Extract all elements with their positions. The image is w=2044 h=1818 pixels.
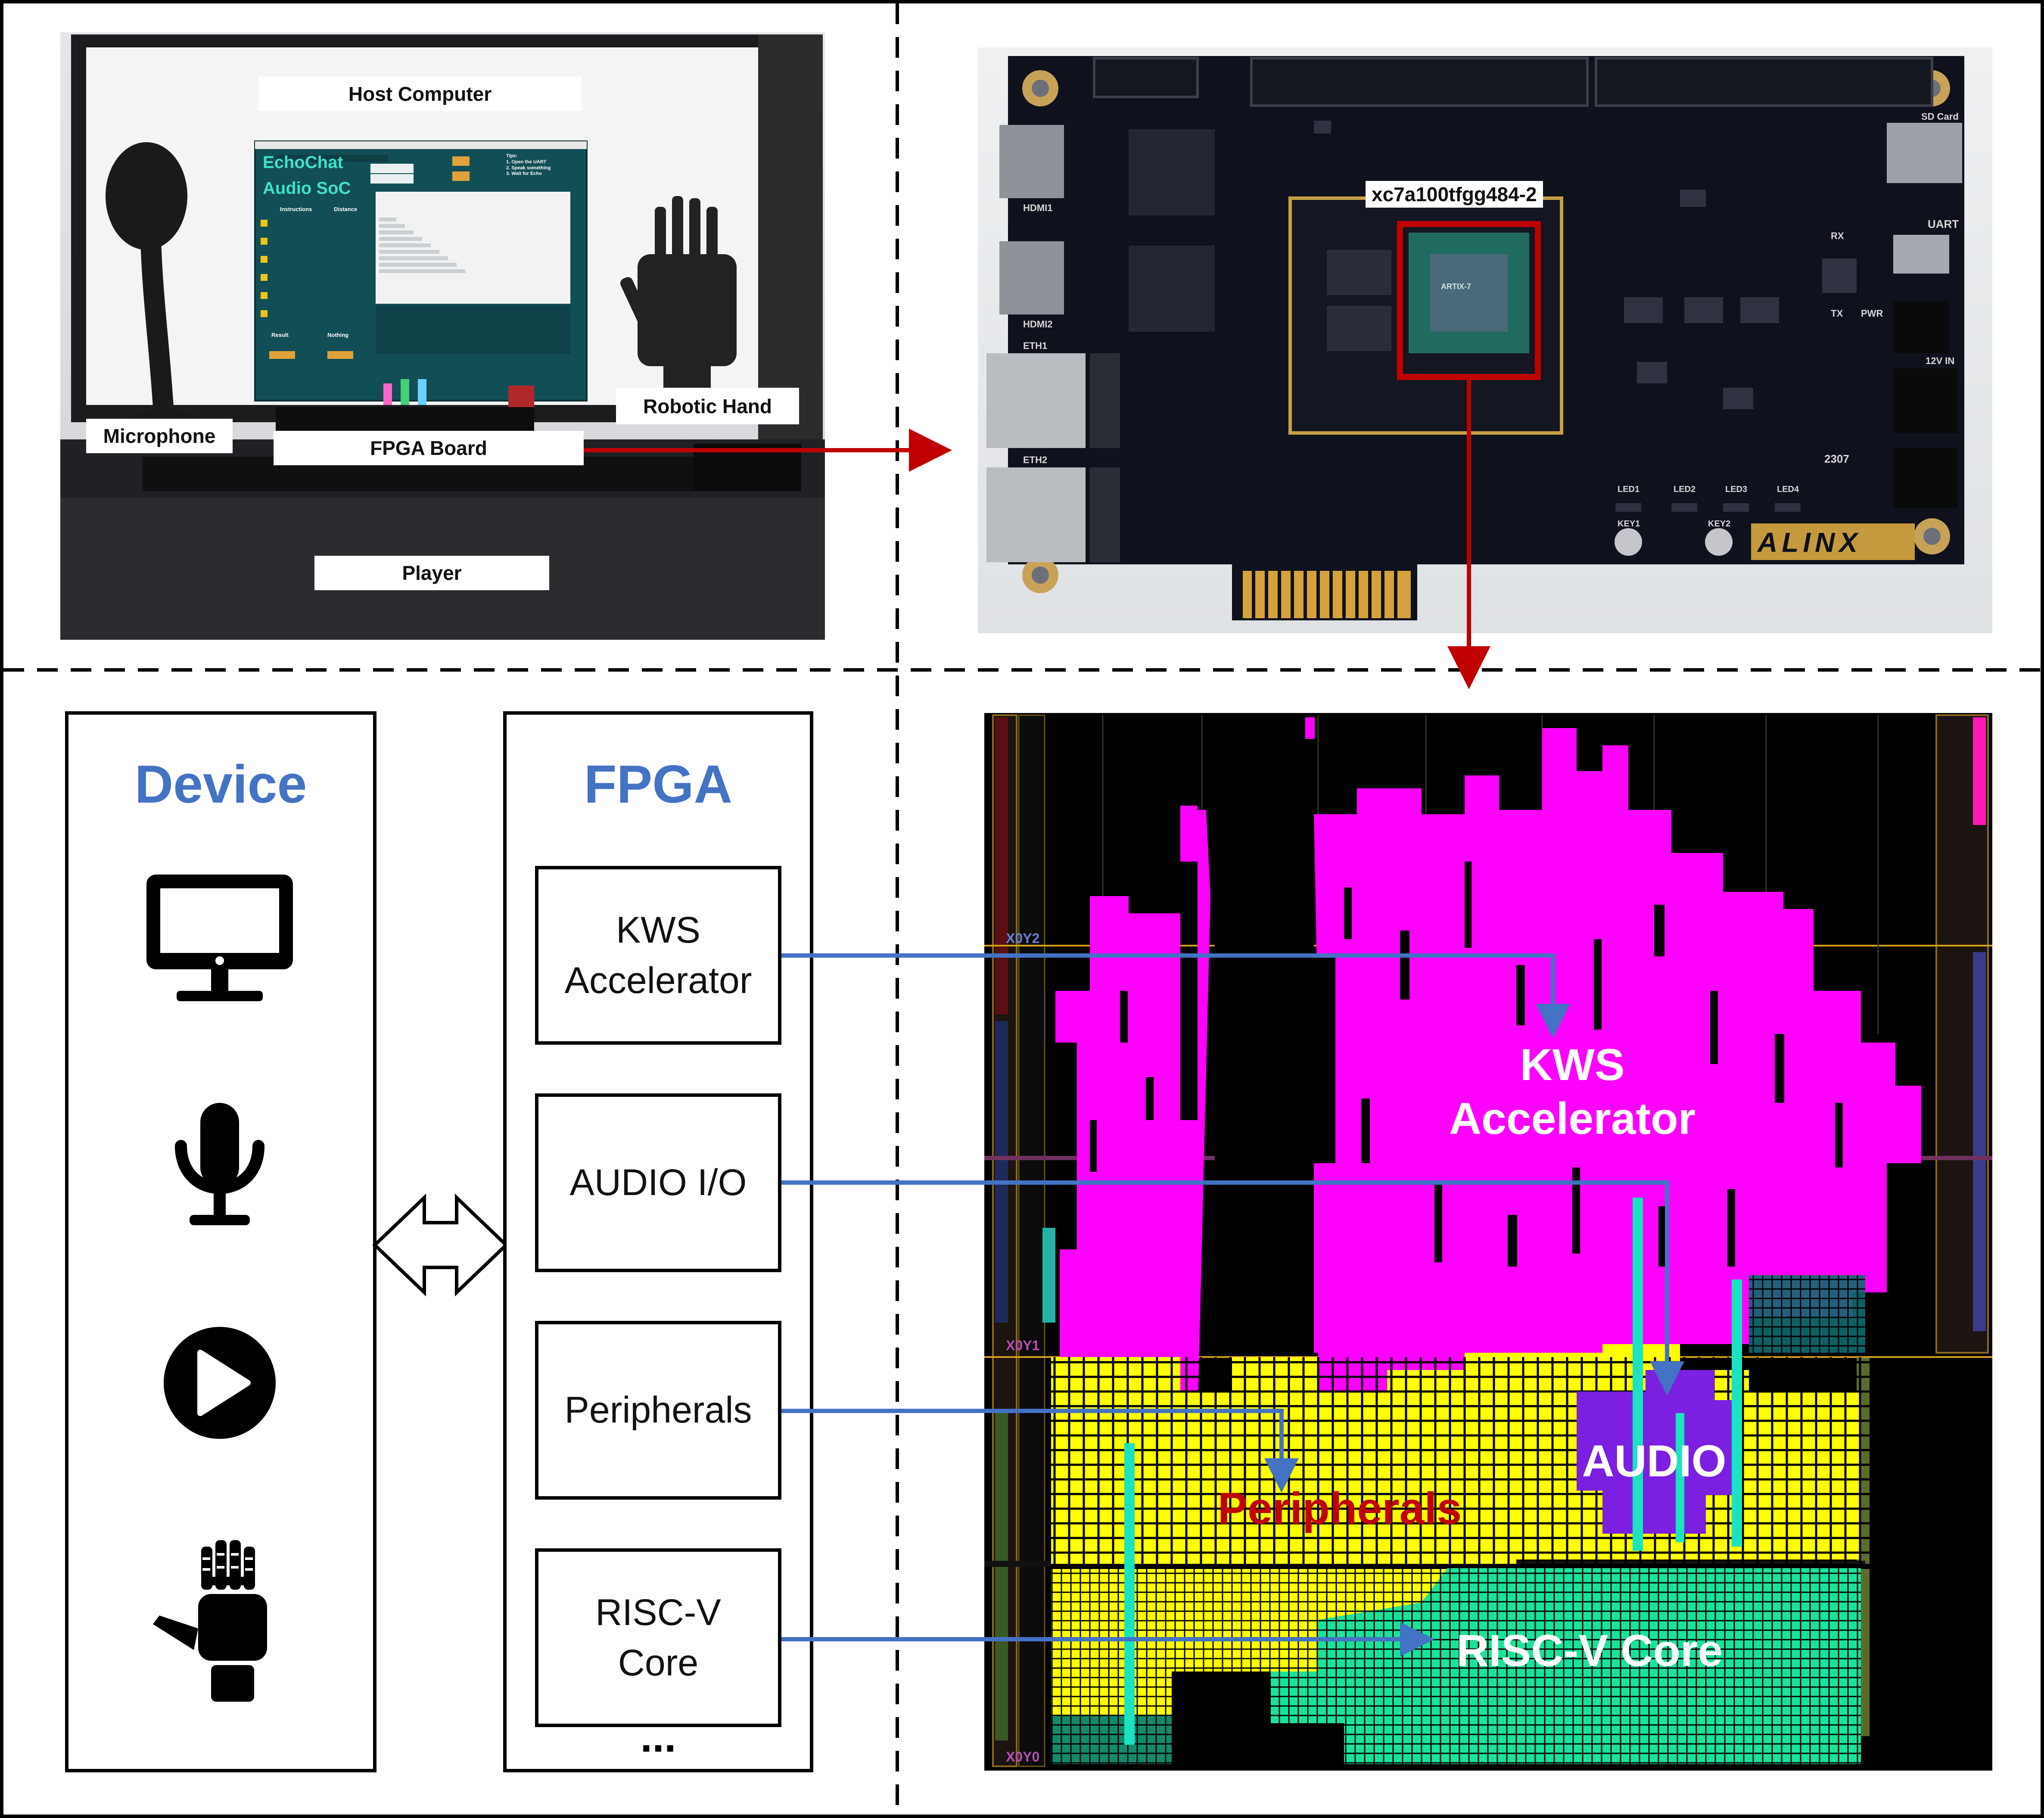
label-microphone: Microphone bbox=[86, 419, 233, 453]
floorplan-label-audio: AUDIO bbox=[1582, 1436, 1727, 1486]
block-kws-accelerator: KWS Accelerator bbox=[535, 866, 781, 1045]
silk-hdmi2: HDMI2 bbox=[1023, 319, 1053, 330]
silk-12v: 12V IN bbox=[1926, 355, 1955, 366]
silk-led3: LED3 bbox=[1725, 485, 1748, 494]
region-kws bbox=[1055, 728, 1921, 1422]
monitor-icon bbox=[146, 875, 293, 1001]
silk-led2: LED2 bbox=[1674, 485, 1696, 494]
app-title-2: Audio SoC bbox=[263, 179, 351, 198]
fpga-board-photo bbox=[978, 47, 1992, 633]
silk-eth2: ETH2 bbox=[1023, 454, 1048, 465]
fpga-floorplan bbox=[984, 713, 1992, 1771]
fpga-panel-title: FPGA bbox=[584, 755, 733, 814]
silk-eth1: ETH1 bbox=[1023, 340, 1048, 351]
block-riscv-core: RISC-V Core bbox=[535, 1548, 781, 1727]
device-panel-title: Device bbox=[134, 755, 307, 814]
floorplan-label-riscv: RISC-V Core bbox=[1456, 1626, 1723, 1676]
photo-microphone-head bbox=[106, 142, 187, 250]
board-brand-logo: ALINX bbox=[1758, 527, 1862, 558]
microphone-icon bbox=[175, 1103, 264, 1225]
alinx-logo-plate bbox=[1751, 523, 1915, 560]
silk-key2: KEY2 bbox=[1708, 519, 1731, 529]
clock-region-x0y0: X0Y0 bbox=[1006, 1749, 1040, 1765]
robotic-hand-icon bbox=[153, 1540, 267, 1702]
clock-region-x0y2: X0Y2 bbox=[1006, 931, 1040, 946]
silk-rx: RX bbox=[1831, 230, 1844, 241]
arrow-peripherals bbox=[779, 1409, 1299, 1493]
board-part-text: ARTIX-7 bbox=[1441, 282, 1472, 291]
app-col-instructions: Instructions bbox=[280, 206, 312, 212]
label-robotic-hand: Robotic Hand bbox=[616, 388, 799, 424]
silk-pwr: PWR bbox=[1861, 308, 1883, 319]
photo-robotic-hand bbox=[620, 196, 737, 401]
silk-tx: TX bbox=[1831, 308, 1843, 319]
label-player: Player bbox=[314, 556, 549, 590]
label-host-computer: Host Computer bbox=[258, 77, 582, 111]
silk-sd: SD Card bbox=[1921, 111, 1959, 122]
fpga-more-ellipsis: ... bbox=[640, 1713, 676, 1761]
app-tips: Tips: 1. Open the UART 2. Speak somethin… bbox=[506, 153, 551, 177]
app-result: Result bbox=[271, 332, 289, 338]
silk-hdmi1: HDMI1 bbox=[1023, 202, 1053, 213]
block-peripherals: Peripherals bbox=[535, 1321, 781, 1500]
region-audio bbox=[1577, 1370, 1740, 1534]
arrow-kws bbox=[779, 953, 1570, 1038]
silk-led1: LED1 bbox=[1618, 485, 1640, 494]
app-col-distance: Distance bbox=[334, 206, 358, 212]
silk-num: 2307 bbox=[1824, 452, 1849, 465]
block-audio-io: AUDIO I/O bbox=[535, 1093, 781, 1272]
silk-led4: LED4 bbox=[1777, 485, 1799, 494]
app-nothing: Nothing bbox=[327, 332, 349, 338]
arrow-audio bbox=[779, 1180, 1684, 1396]
floorplan-label-kws: KWS Accelerator bbox=[1449, 1040, 1696, 1144]
chip-label: xc7a100tfgg484-2 bbox=[1366, 181, 1543, 208]
silk-key1: KEY1 bbox=[1618, 519, 1640, 529]
floorplan-label-peripherals: Peripherals bbox=[1217, 1484, 1462, 1534]
play-icon bbox=[164, 1327, 276, 1439]
app-title-1: EchoChat bbox=[263, 153, 343, 172]
silk-uart: UART bbox=[1928, 218, 1959, 230]
clock-region-x0y1: X0Y1 bbox=[1006, 1338, 1040, 1353]
label-fpga-board: FPGA Board bbox=[274, 431, 584, 465]
setup-photo bbox=[60, 32, 825, 640]
